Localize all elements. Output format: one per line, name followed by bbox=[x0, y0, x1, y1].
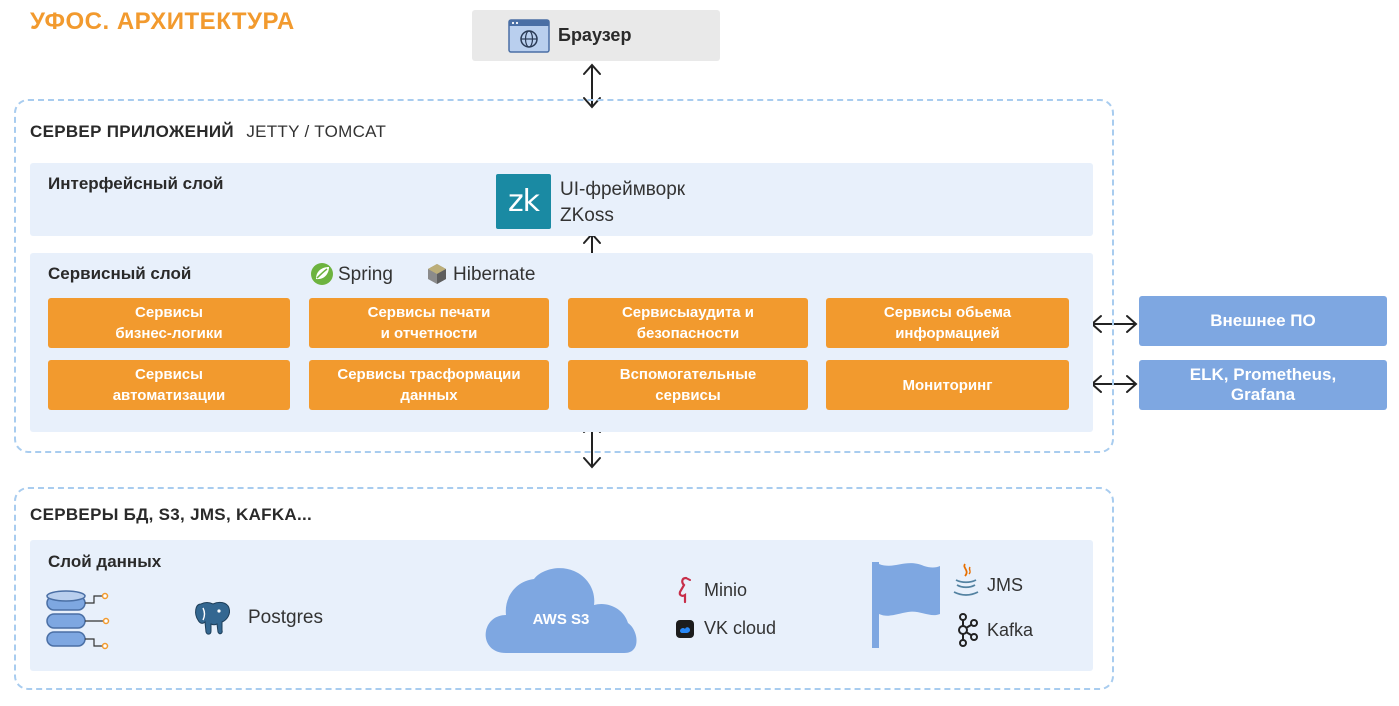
service-box-monitoring: Мониторинг bbox=[826, 360, 1069, 410]
vk-cloud-label: VK cloud bbox=[704, 618, 777, 638]
service-box-auxiliary: Вспомогательные сервисы bbox=[568, 360, 808, 410]
aws-s3-label: AWS S3 bbox=[532, 611, 590, 628]
zk-logo-text: zk bbox=[507, 184, 540, 219]
service-layer-title: Сервисный слой bbox=[48, 264, 192, 283]
kafka-label: Kafka bbox=[987, 620, 1034, 640]
minio-flamingo-icon bbox=[678, 576, 691, 604]
hibernate-label: Hibernate bbox=[453, 264, 536, 285]
jms-label: JMS bbox=[987, 575, 1023, 595]
ui-framework-line1: UI-фреймворк bbox=[560, 179, 686, 200]
app-server-container bbox=[14, 99, 1114, 453]
ui-framework-line2: ZKoss bbox=[560, 205, 614, 226]
app-server-title: СЕРВЕР ПРИЛОЖЕНИЙ bbox=[30, 122, 234, 141]
service-box-print-reporting: Сервисы печати и отчетности bbox=[309, 298, 549, 348]
zk-logo-icon: zk bbox=[496, 174, 551, 229]
browser-box: Браузер bbox=[472, 10, 720, 61]
service-box-information-volume: Сервисы обьема информацией bbox=[826, 298, 1069, 348]
hibernate-icon bbox=[428, 264, 446, 284]
browser-globe-icon bbox=[508, 18, 550, 53]
database-stack-icon bbox=[46, 590, 110, 650]
page-title: УФОС. АРХИТЕКТУРА bbox=[30, 8, 295, 35]
aws-s3-cloud-icon bbox=[485, 568, 637, 653]
app-server-subtitle: JETTY / TOMCAT bbox=[246, 122, 387, 141]
spring-leaf-icon bbox=[311, 263, 333, 285]
interface-layer-panel bbox=[30, 163, 1093, 236]
external-software-box: Внешнее ПО bbox=[1139, 296, 1387, 346]
db-servers-title: СЕРВЕРЫ БД, S3, JMS, KAFKA... bbox=[30, 505, 313, 524]
ui-framework-label: UI-фреймворк ZKoss bbox=[560, 177, 685, 229]
postgres-label: Postgres bbox=[248, 607, 323, 628]
service-box-data-transformation: Сервисы трасформации данных bbox=[309, 360, 549, 410]
java-cup-icon bbox=[953, 563, 979, 596]
service-box-automation: Сервисы автоматизации bbox=[48, 360, 290, 410]
app-server-heading: СЕРВЕР ПРИЛОЖЕНИЙ JETTY / TOMCAT bbox=[30, 122, 386, 142]
data-layer-title: Слой данных bbox=[48, 552, 162, 571]
minio-label: Minio bbox=[704, 580, 748, 600]
external-monitoring-box: ELK, Prometheus, Grafana bbox=[1139, 360, 1387, 410]
interface-layer-title: Интерфейсный слой bbox=[48, 174, 224, 193]
service-box-business-logic: Сервисы бизнес-логики bbox=[48, 298, 290, 348]
service-box-audit-security: Сервисыаудита и безопасности bbox=[568, 298, 808, 348]
postgres-elephant-icon bbox=[195, 601, 230, 635]
spring-label: Spring bbox=[338, 264, 393, 285]
browser-label: Браузер bbox=[558, 25, 632, 45]
db-servers-container bbox=[14, 487, 1114, 690]
kafka-icon bbox=[958, 613, 978, 647]
flag-icon bbox=[872, 562, 940, 648]
vk-cloud-icon bbox=[676, 620, 694, 638]
